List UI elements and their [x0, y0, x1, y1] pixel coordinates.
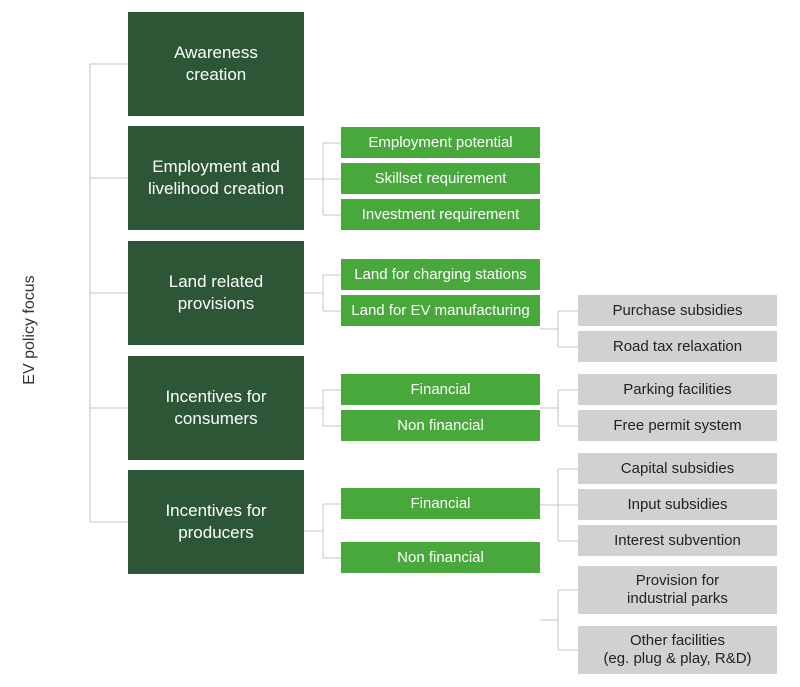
connector-land: [304, 274, 341, 312]
category-land-provisions: Land related provisions: [128, 241, 304, 345]
sub-investment-requirement: Investment requirement: [341, 199, 540, 230]
sub-land-ev-manufacturing: Land for EV manufacturing: [341, 295, 540, 326]
sub-producer-non-financial: Non financial: [341, 542, 540, 573]
category-producer-incentives: Incentives for producers: [128, 470, 304, 574]
root-label-text: EV policy focus: [21, 275, 38, 385]
sub-consumer-financial: Financial: [341, 374, 540, 405]
leaf-purchase-subsidies: Purchase subsidies: [578, 295, 777, 326]
sub-skillset-requirement: Skillset requirement: [341, 163, 540, 194]
leaf-other-facilities: Other facilities (eg. plug & play, R&D): [578, 626, 777, 674]
sub-employment-potential: Employment potential: [341, 127, 540, 158]
leaf-road-tax-relaxation: Road tax relaxation: [578, 331, 777, 362]
leaf-free-permit-system: Free permit system: [578, 410, 777, 441]
connector-consumers: [304, 389, 341, 427]
connector-producers: [304, 503, 341, 559]
connector-consumer-financial: [540, 310, 578, 348]
leaf-input-subsidies: Input subsidies: [578, 489, 777, 520]
leaf-parking-facilities: Parking facilities: [578, 374, 777, 405]
category-employment-livelihood: Employment and livelihood creation: [128, 126, 304, 230]
leaf-interest-subvention: Interest subvention: [578, 525, 777, 556]
connector-producer-non-financial: [540, 589, 578, 651]
category-awareness-creation: Awareness creation: [128, 12, 304, 116]
leaf-capital-subsidies: Capital subsidies: [578, 453, 777, 484]
leaf-industrial-parks: Provision for industrial parks: [578, 566, 777, 614]
category-consumer-incentives: Incentives for consumers: [128, 356, 304, 460]
sub-producer-financial: Financial: [341, 488, 540, 519]
sub-consumer-non-financial: Non financial: [341, 410, 540, 441]
connector-employment: [304, 142, 341, 216]
connector-producer-financial: [540, 468, 578, 542]
sub-land-charging-stations: Land for charging stations: [341, 259, 540, 290]
connector-root: [89, 63, 128, 523]
connector-consumer-non-financial: [540, 389, 578, 427]
